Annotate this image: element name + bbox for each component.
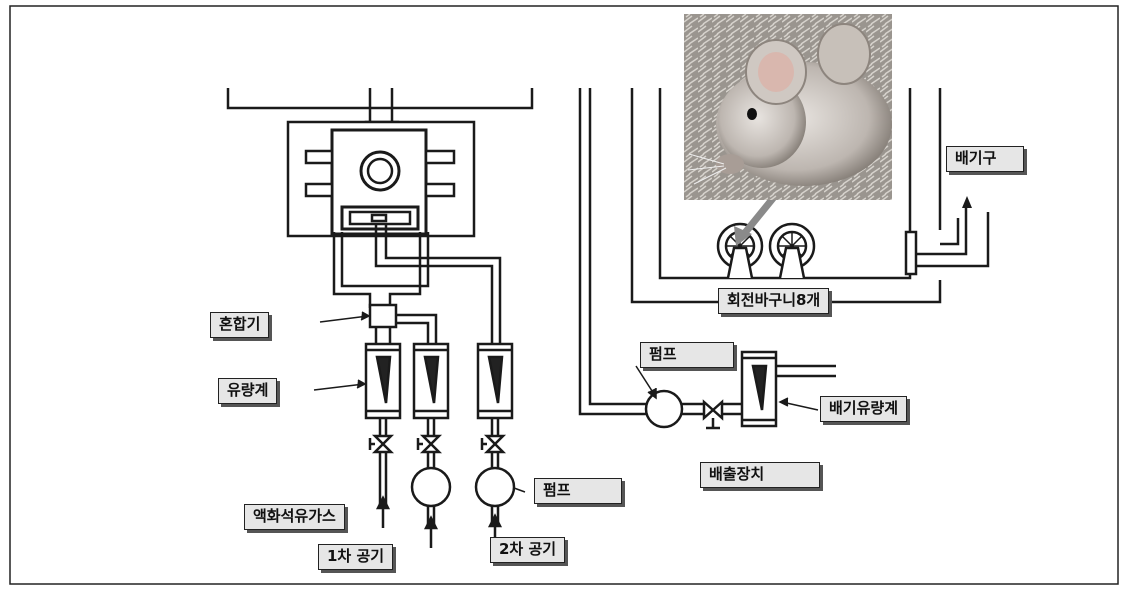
mouse-photo (684, 14, 892, 200)
label-flowmeter: 유량계 (218, 378, 277, 404)
valve-exhaust (704, 402, 722, 418)
flowmeter-secondary (478, 344, 512, 418)
label-lpg: 액화석유가스 (244, 504, 345, 530)
exhaust-port-arrow (962, 196, 972, 208)
flowmeter-lpg (366, 344, 400, 418)
pump-exhaust (646, 391, 682, 427)
label-rotating-cages: 회전바구니8개 (718, 288, 829, 314)
gas-pipes (334, 224, 500, 346)
label-exhaust-flowmeter: 배기유량계 (820, 396, 907, 422)
label-mixer: 혼합기 (210, 312, 269, 338)
pump-secondary-air (476, 468, 514, 506)
mixer-block (370, 305, 396, 327)
pump-primary-air (412, 468, 450, 506)
flowmeters (366, 344, 512, 418)
label-exhaust-port: 배기구 (946, 146, 1024, 172)
rotating-cage-wheels (718, 224, 814, 278)
label-primary-air: 1차 공기 (318, 544, 393, 570)
flowmeter-primary (414, 344, 448, 418)
combustion-unit (228, 88, 532, 236)
label-pump-right: 펌프 (640, 342, 734, 368)
top-frame (228, 88, 532, 108)
label-exhaust-device: 배출장치 (700, 462, 820, 488)
chimney-pipe (370, 88, 392, 125)
label-secondary-air: 2차 공기 (490, 537, 565, 563)
label-pump-left: 펌프 (534, 478, 622, 504)
